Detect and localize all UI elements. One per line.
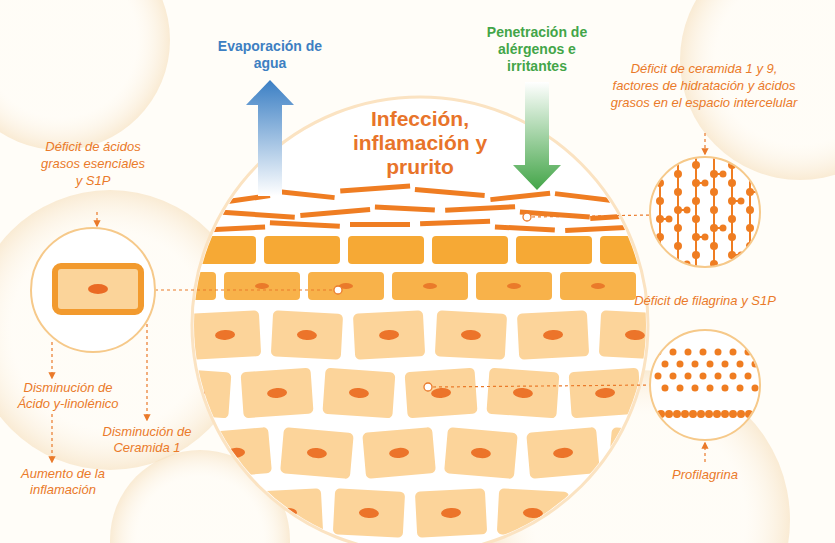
skin-circle: Infección, inflamación y prurito	[192, 97, 648, 543]
callout-text: Aumento de la inflamación	[8, 466, 118, 498]
callout-text: Profilagrina	[640, 466, 770, 483]
filaggrin-dots	[649, 349, 761, 419]
arrow-label: Evaporación de agua	[212, 38, 328, 72]
evaporation-arrow	[246, 80, 294, 196]
callout-text: Déficit de filagrina y S1P	[630, 292, 780, 309]
callout-text: Disminución de Ceramida 1	[88, 424, 206, 456]
lipid-network	[657, 158, 762, 268]
magnifier-circle	[650, 330, 760, 440]
callout-text: Déficit de ácidos grasos esenciales y S1…	[37, 138, 149, 189]
magnifier-circle: Déficit de ácidos grasos esenciales y S1…	[31, 228, 155, 352]
penetration-arrow	[513, 82, 561, 190]
callout-text: Disminución de Ácido y-linolénico	[8, 380, 128, 412]
callout-text: Déficit de ceramida 1 y 9, factores de h…	[610, 60, 798, 111]
magnifier-circle: Déficit de ceramida 1 y 9, factores de h…	[650, 157, 760, 267]
magnifier-circle: Déficit de filagrina y S1PProfilagrina	[650, 330, 760, 440]
circle-title: Infección, inflamación y prurito	[330, 107, 510, 179]
magnifier-circle	[650, 157, 760, 267]
magnifier-circle	[31, 228, 155, 352]
arrow-label: Penetración de alérgenos e irritantes	[474, 24, 600, 75]
